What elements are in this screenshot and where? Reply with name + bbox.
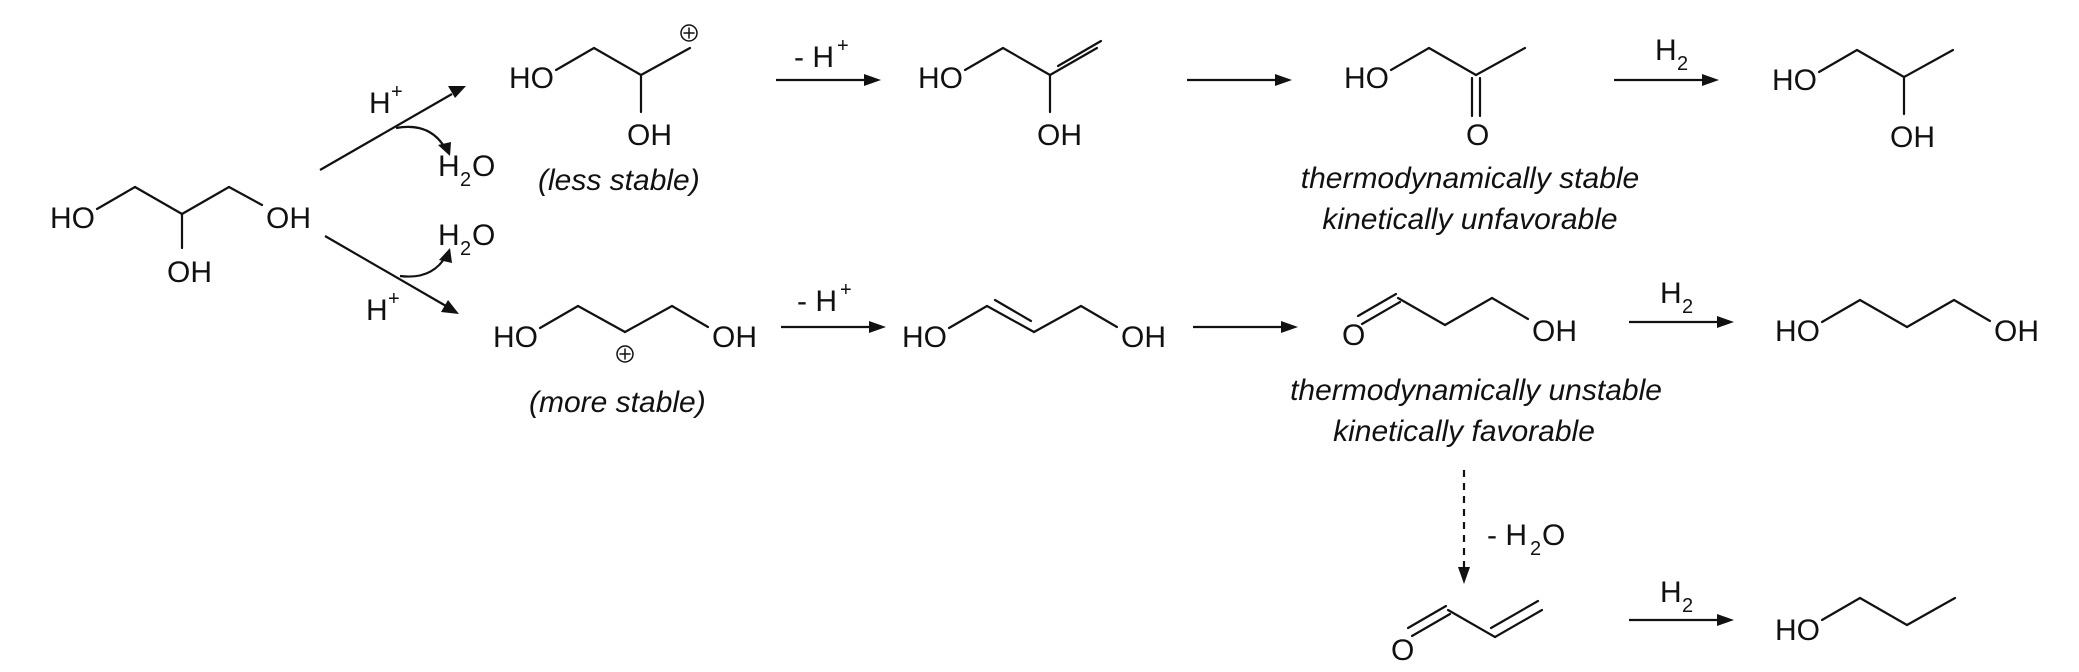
atom-label: OH	[1037, 119, 1082, 152]
stability-note: (more stable)	[529, 386, 706, 419]
svg-text:+: +	[840, 279, 852, 301]
svg-text:O: O	[1542, 519, 1565, 552]
atom-label: O	[1466, 119, 1489, 152]
atom-label: HO	[493, 321, 538, 354]
svg-text:2: 2	[460, 169, 471, 191]
dehydration-arrow: - H 2 O	[1458, 470, 1565, 584]
atom-label: HO	[902, 321, 947, 354]
dehydration-label: - H	[1487, 519, 1527, 552]
tautomerization-arrow-lower	[1193, 321, 1298, 333]
atom-label: HO	[1344, 62, 1389, 95]
atom-label: HO	[1772, 64, 1817, 97]
stability-note: thermodynamically stable	[1301, 162, 1639, 195]
atom-label: OH	[1532, 315, 1577, 348]
svg-text:+: +	[837, 35, 849, 57]
svg-text:2: 2	[1682, 595, 1693, 617]
atom-label: OH	[1121, 321, 1166, 354]
deprotonation-arrow-upper: - H +	[776, 35, 881, 86]
atom-label: HO	[1775, 614, 1820, 647]
hydrogen-label: H	[1660, 576, 1682, 609]
proton-label: H	[366, 294, 388, 327]
protonation-arrow-upper: H + H 2 O	[319, 81, 495, 191]
atom-label: OH	[167, 256, 212, 289]
hydrogenation-arrow-bottom: H 2	[1629, 576, 1734, 626]
water-label: H	[438, 219, 460, 252]
atom-label: O	[1391, 634, 1414, 667]
stability-note: thermodynamically unstable	[1290, 374, 1662, 407]
svg-text:2: 2	[1682, 296, 1693, 318]
atom-label: HO	[509, 62, 554, 95]
atom-label: OH	[266, 202, 311, 235]
hydrogen-label: H	[1655, 34, 1677, 67]
primary-carbocation: HO OH (more stable)	[493, 304, 757, 419]
1-2-propanediol: HO OH	[1772, 48, 1955, 154]
deprotonation-label: - H	[797, 285, 837, 318]
svg-text:O: O	[472, 150, 495, 183]
enol-lower: HO OH	[902, 298, 1166, 354]
enol-upper: HO OH	[918, 39, 1103, 152]
svg-text:2: 2	[1530, 538, 1541, 560]
tautomerization-arrow-upper	[1187, 74, 1292, 86]
atom-label: HO	[50, 202, 95, 235]
svg-text:+: +	[391, 81, 403, 103]
deprotonation-label: - H	[794, 41, 834, 74]
hydrogenation-arrow-middle: H 2	[1629, 277, 1734, 328]
stability-note: kinetically unfavorable	[1322, 203, 1617, 236]
protonation-arrow-lower: H 2 O H +	[324, 219, 495, 327]
hydroxyacetone: HO O thermodynamically stable kineticall…	[1301, 46, 1639, 236]
atom-label: OH	[1994, 315, 2039, 348]
stability-note: (less stable)	[538, 164, 700, 197]
atom-label: OH	[627, 119, 672, 152]
3-hydroxypropanal: O OH thermodynamically unstable kinetica…	[1290, 292, 1662, 448]
1-propanol: HO	[1775, 596, 1957, 647]
glycerol-molecule: HO OH OH	[50, 185, 311, 289]
1-3-propanediol: HO OH	[1775, 298, 2039, 348]
deprotonation-arrow-lower: - H +	[781, 279, 886, 333]
svg-text:2: 2	[460, 238, 471, 260]
hydrogen-label: H	[1660, 277, 1682, 310]
svg-text:2: 2	[1677, 53, 1688, 75]
atom-label: HO	[918, 62, 963, 95]
proton-label: H	[369, 87, 391, 120]
atom-label: OH	[712, 321, 757, 354]
atom-label: OH	[1890, 121, 1935, 154]
hydrogenation-arrow-top: H 2	[1614, 34, 1719, 86]
acrolein: O	[1391, 599, 1544, 667]
stability-note: kinetically favorable	[1333, 415, 1595, 448]
atom-label: O	[1342, 319, 1365, 352]
water-label: H	[438, 150, 460, 183]
svg-text:O: O	[472, 219, 495, 252]
secondary-carbocation: HO OH (less stable)	[509, 24, 700, 197]
atom-label: HO	[1775, 315, 1820, 348]
svg-text:+: +	[388, 288, 400, 310]
